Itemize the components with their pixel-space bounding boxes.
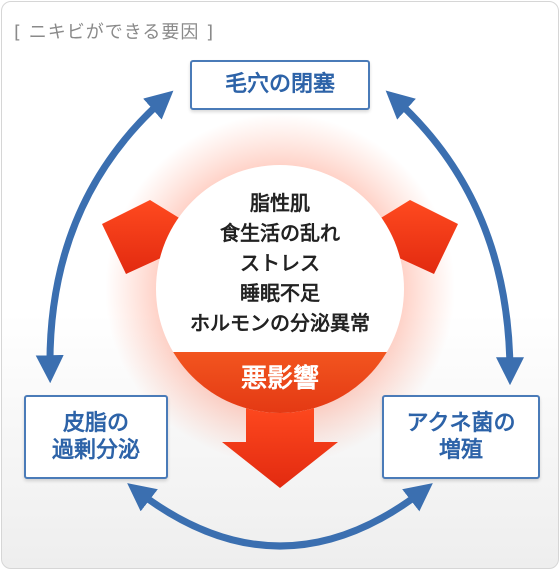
- diagram-title: [ ニキビができる要因 ]: [14, 22, 215, 43]
- red-arrow-down: [222, 402, 338, 488]
- cause-item: 脂性肌: [250, 191, 310, 215]
- factor-excess-sebum-line2: 過剰分泌: [51, 438, 140, 463]
- factor-excess-sebum: 皮脂の 過剰分泌: [24, 395, 168, 479]
- cycle-arrow-top-left: [35, 90, 174, 384]
- cycle-arrow-bottom: [127, 483, 433, 550]
- factor-pore-blockage-label: 毛穴の閉塞: [224, 72, 335, 98]
- factor-acne-bacteria-line2: 増殖: [438, 438, 483, 463]
- center-circle: [156, 165, 404, 413]
- factor-excess-sebum-line1: 皮脂の: [62, 410, 129, 436]
- factor-pore-blockage: 毛穴の閉塞: [190, 60, 370, 110]
- cycle-arrow-top-right: [385, 90, 524, 386]
- red-arrow-left: [102, 200, 202, 274]
- red-arrow-right: [358, 200, 458, 274]
- cause-item: 睡眠不足: [240, 281, 320, 305]
- cause-item: ホルモンの分泌異常: [190, 311, 370, 335]
- bad-influence-label: 悪影響: [240, 364, 319, 394]
- factor-acne-bacteria: アクネ菌の 増殖: [382, 395, 540, 479]
- cause-item: ストレス: [240, 251, 320, 275]
- cause-item: 食生活の乱れ: [220, 221, 340, 245]
- factor-acne-bacteria-line1: アクネ菌の: [406, 410, 516, 436]
